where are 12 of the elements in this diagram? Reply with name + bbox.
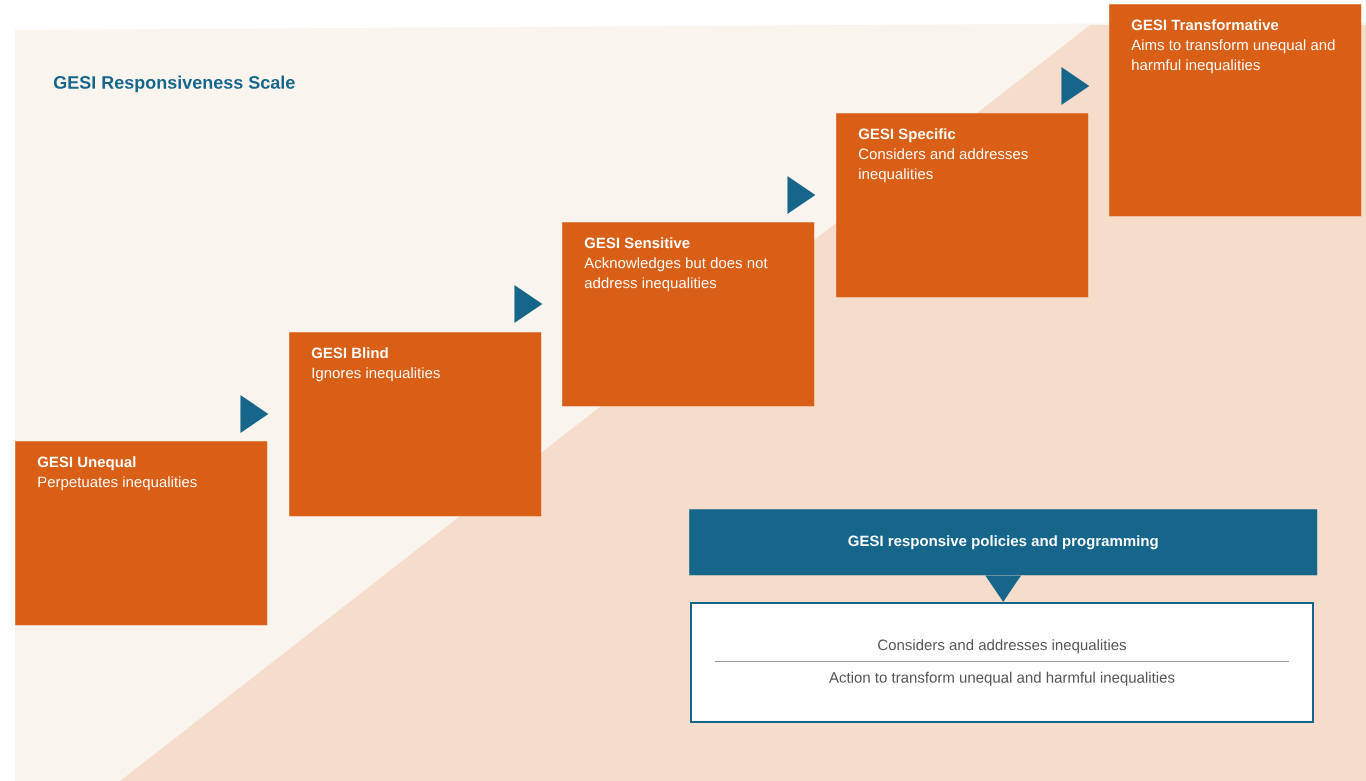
step-box: GESI Transformative Aims to transform unequal and harmful inequalities: [1109, 4, 1362, 217]
arrow: [514, 285, 543, 323]
arrow: [787, 176, 816, 214]
title: GESI Responsiveness Scale: [53, 75, 295, 93]
arrow: [240, 395, 269, 433]
step-box: GESI Specific Considers and addresses inequalities: [836, 113, 1089, 298]
step-box: GESI Sensitive Acknowledges but does not address inequalities: [562, 222, 815, 407]
step-box: GESI Blind Ignores inequalities: [289, 332, 542, 517]
arrow: [985, 575, 1022, 602]
description-box: Considers and addresses inequalities Action to transform unequal and harmful inequalities: [690, 602, 1314, 723]
step-box: GESI Unequal Perpetuates inequalities: [15, 441, 268, 626]
arrow: [1061, 67, 1090, 105]
